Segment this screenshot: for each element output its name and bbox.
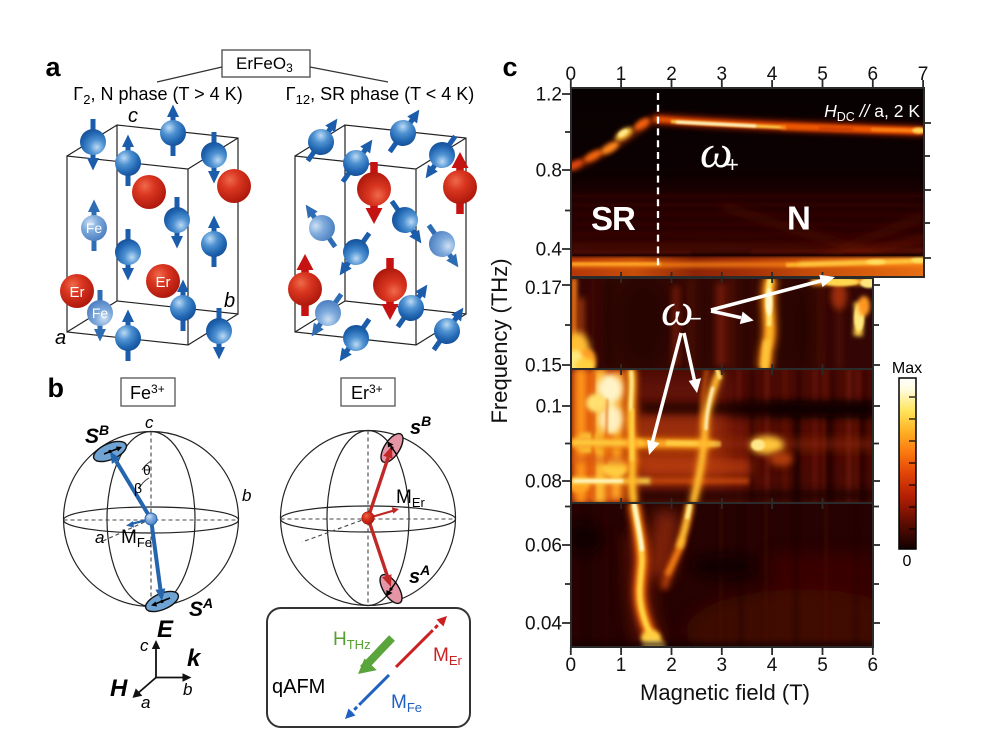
svg-text:qAFM: qAFM [272, 676, 325, 698]
svg-text:a: a [46, 52, 62, 82]
svg-text:Max: Max [892, 360, 922, 377]
svg-text:ω: ω [700, 126, 732, 177]
svg-text:a: a [55, 327, 66, 349]
svg-text:6: 6 [868, 655, 879, 676]
svg-text:Γ12, SR phase (T < 4 K): Γ12, SR phase (T < 4 K) [286, 84, 475, 107]
svg-text:0.1: 0.1 [536, 397, 562, 418]
svg-text:β: β [134, 480, 142, 496]
svg-text:ω: ω [661, 284, 693, 335]
svg-text:a: a [141, 693, 150, 712]
svg-text:MFe: MFe [121, 527, 152, 550]
svg-text:N: N [787, 200, 811, 237]
svg-text:MEr: MEr [396, 487, 425, 510]
svg-text:H: H [110, 675, 128, 702]
svg-text:5: 5 [817, 655, 828, 676]
svg-text:a: a [95, 528, 104, 547]
svg-text:3: 3 [717, 64, 728, 85]
svg-text:0.15: 0.15 [525, 356, 562, 377]
svg-text:k: k [187, 645, 202, 672]
svg-text:c: c [128, 105, 138, 127]
svg-text:sB: sB [410, 413, 431, 439]
svg-text:7: 7 [918, 64, 929, 85]
svg-text:b: b [48, 373, 65, 403]
svg-text:Fe: Fe [86, 220, 103, 236]
svg-text:Fe: Fe [92, 305, 109, 321]
svg-text:θ: θ [143, 462, 151, 478]
svg-text:4: 4 [767, 655, 778, 676]
svg-text:0.04: 0.04 [525, 614, 562, 635]
svg-text:c: c [145, 413, 154, 432]
svg-text:Er: Er [70, 284, 85, 301]
svg-text:+: + [726, 152, 739, 177]
svg-text:0.08: 0.08 [525, 472, 562, 493]
svg-text:SA: SA [189, 595, 213, 621]
svg-text:c: c [503, 52, 518, 82]
svg-text:1: 1 [616, 655, 627, 676]
svg-text:c: c [140, 636, 149, 655]
svg-text:Er: Er [156, 274, 171, 291]
svg-text:0.4: 0.4 [536, 240, 563, 261]
svg-text:0.06: 0.06 [525, 536, 562, 557]
svg-text:HDC // a, 2 K: HDC // a, 2 K [824, 101, 920, 124]
svg-text:b: b [224, 290, 235, 312]
svg-text:2: 2 [666, 64, 677, 85]
svg-text:0.17: 0.17 [525, 278, 562, 299]
svg-text:2: 2 [666, 655, 677, 676]
svg-text:SR: SR [591, 200, 636, 237]
svg-text:4: 4 [767, 64, 778, 85]
svg-text:b: b [183, 680, 192, 699]
svg-text:ErFeO3: ErFeO3 [236, 54, 293, 75]
svg-text:1.2: 1.2 [536, 85, 562, 106]
svg-text:−: − [689, 306, 702, 331]
svg-text:1: 1 [616, 64, 627, 85]
svg-text:3: 3 [717, 655, 728, 676]
svg-text:Γ2, N phase (T > 4 K): Γ2, N phase (T > 4 K) [73, 84, 242, 107]
svg-text:5: 5 [817, 64, 828, 85]
svg-text:b: b [242, 486, 251, 505]
svg-text:0: 0 [566, 64, 577, 85]
svg-text:Magnetic field (T): Magnetic field (T) [640, 680, 810, 705]
svg-text:E: E [157, 616, 174, 643]
svg-text:0: 0 [903, 553, 912, 570]
svg-text:Frequency (THz): Frequency (THz) [487, 258, 512, 423]
svg-text:0: 0 [566, 655, 577, 676]
svg-text:0.8: 0.8 [536, 161, 562, 182]
svg-text:sA: sA [409, 562, 430, 588]
svg-text:6: 6 [868, 64, 879, 85]
